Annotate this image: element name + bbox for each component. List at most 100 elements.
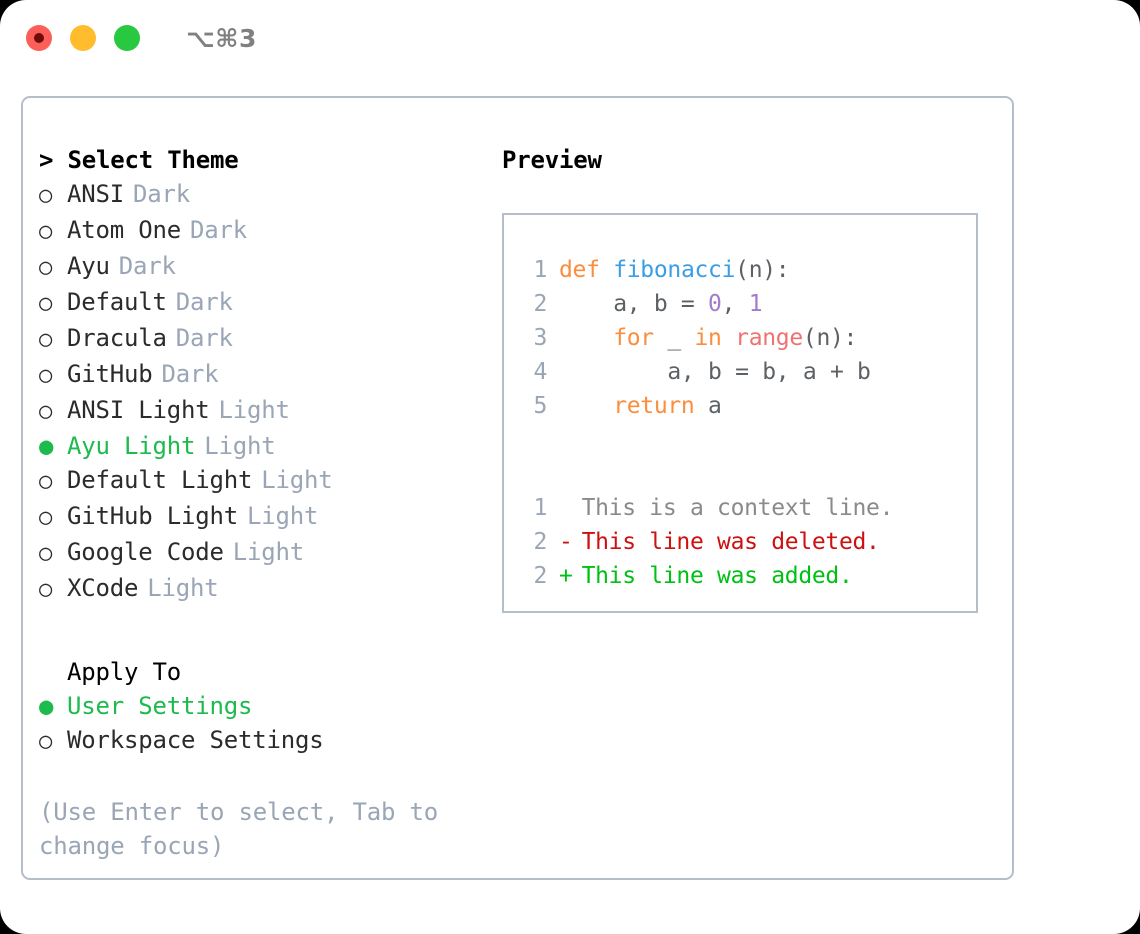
preview-box: 1 def fibonacci(n): 2 a, b = 0, 1 3 for …	[502, 213, 978, 613]
code-token: def	[559, 257, 614, 283]
recording-indicator-icon	[34, 33, 44, 43]
code-line: 1 def fibonacci(n):	[519, 253, 968, 287]
theme-option-tag: Dark	[175, 324, 233, 352]
theme-option-label: ANSI Light	[67, 396, 210, 424]
main-panel: > Select Theme ○ ANSI Dark ○ Atom One Da…	[21, 96, 1014, 880]
radio-icon-selected: ●	[39, 692, 54, 720]
radio-icon: ○	[39, 183, 53, 208]
radio-icon: ○	[39, 541, 53, 566]
diff-marker	[559, 491, 573, 525]
code-token: in	[694, 325, 736, 351]
theme-option-label: Google Code	[67, 538, 224, 566]
code-line-content: for _ in range(n):	[559, 321, 857, 355]
radio-icon-selected: ●	[39, 432, 54, 460]
theme-option-tag: Light	[218, 396, 290, 424]
code-line-content: a, b = b, a + b	[559, 355, 871, 389]
theme-option-github-light[interactable]: ○ GitHub Light Light	[39, 499, 479, 535]
theme-option-tag: Dark	[175, 288, 233, 316]
code-line: 2 a, b = 0, 1	[519, 287, 968, 321]
theme-option-ayu-light[interactable]: ● Ayu Light Light	[39, 429, 479, 463]
diff-text: This line was added.	[581, 563, 853, 589]
code-token: return	[559, 393, 709, 419]
theme-option-dracula[interactable]: ○ Dracula Dark	[39, 321, 479, 357]
line-number: 2	[533, 529, 547, 555]
minimize-button[interactable]	[70, 25, 96, 51]
select-theme-heading: > Select Theme	[39, 146, 239, 174]
theme-option-tag: Dark	[118, 252, 176, 280]
theme-option-ayu[interactable]: ○ Ayu Dark	[39, 249, 479, 285]
apply-to-option-user-settings[interactable]: ● User Settings	[39, 689, 479, 723]
theme-option-xcode[interactable]: ○ XCode Light	[39, 571, 479, 607]
radio-icon: ○	[39, 729, 53, 754]
theme-option-label: ANSI	[67, 180, 124, 208]
theme-option-label: Ayu Light	[67, 432, 196, 460]
hint-spacer	[39, 759, 479, 795]
diff-text: This line was deleted.	[581, 529, 880, 555]
apply-to-option-label: User Settings	[67, 692, 253, 720]
theme-option-list: ○ ANSI Dark ○ Atom One Dark ○ Ayu Dark	[39, 177, 479, 607]
radio-icon: ○	[39, 399, 53, 424]
theme-option-tag: Dark	[190, 216, 247, 244]
apply-to-option-list: ● User Settings ○ Workspace Settings	[39, 689, 479, 759]
line-number: 2	[533, 563, 547, 589]
preview-column: Preview 1 def fibonacci(n): 2 a, b = 0, …	[502, 143, 992, 613]
theme-option-google-code[interactable]: ○ Google Code Light	[39, 535, 479, 571]
code-line: 4 a, b = b, a + b	[519, 355, 968, 389]
code-token: _	[667, 325, 695, 351]
code-line: 3 for _ in range(n):	[519, 321, 968, 355]
line-number: 1	[533, 495, 547, 521]
theme-option-github[interactable]: ○ GitHub Dark	[39, 357, 479, 393]
code-blank-line	[519, 457, 968, 491]
theme-option-label: XCode	[67, 574, 139, 602]
theme-option-default-light[interactable]: ○ Default Light Light	[39, 463, 479, 499]
close-button[interactable]	[26, 25, 52, 51]
theme-option-tag: Light	[247, 502, 319, 530]
theme-option-label: Default Light	[67, 466, 253, 494]
titlebar-shortcut-label: ⌥⌘3	[186, 23, 257, 53]
line-number: 2	[533, 291, 547, 317]
radio-icon: ○	[39, 469, 53, 494]
code-token: range	[735, 325, 803, 351]
code-token: for	[559, 325, 668, 351]
diff-line-deleted: 2 - This line was deleted.	[519, 525, 968, 559]
theme-option-label: Default	[67, 288, 167, 316]
apply-to-option-workspace-settings[interactable]: ○ Workspace Settings	[39, 723, 479, 759]
preview-heading: Preview	[502, 146, 602, 174]
theme-option-ansi-light[interactable]: ○ ANSI Light Light	[39, 393, 479, 429]
theme-option-tag: Dark	[161, 360, 219, 388]
radio-icon: ○	[39, 363, 53, 388]
theme-option-default[interactable]: ○ Default Dark	[39, 285, 479, 321]
keyboard-hint-text: (Use Enter to select, Tab to change focu…	[39, 798, 453, 860]
code-line-content: return a	[559, 389, 722, 423]
theme-option-label: Ayu	[67, 252, 110, 280]
theme-option-tag: Light	[147, 574, 219, 602]
diff-marker: -	[559, 529, 573, 555]
theme-option-label: GitHub	[67, 360, 153, 388]
theme-option-tag: Light	[261, 466, 333, 494]
theme-option-label: Dracula	[67, 324, 167, 352]
code-token: 1	[748, 291, 763, 317]
code-token: a	[708, 393, 722, 419]
theme-option-tag: Light	[204, 432, 276, 460]
diff-text: This is a context line.	[581, 495, 894, 521]
code-line-content: a, b = 0, 1	[559, 287, 762, 321]
theme-option-label: GitHub Light	[67, 502, 238, 530]
code-token: ,	[721, 291, 749, 317]
title-bar: ⌥⌘3	[0, 0, 1140, 76]
radio-icon: ○	[39, 291, 53, 316]
radio-icon: ○	[39, 327, 53, 352]
diff-line-added: 2 + This line was added.	[519, 559, 968, 593]
section-spacer	[39, 607, 479, 655]
theme-option-ansi[interactable]: ○ ANSI Dark	[39, 177, 479, 213]
theme-option-label: Atom One	[67, 216, 181, 244]
traffic-light-group	[26, 25, 140, 51]
apply-to-heading: Apply To	[67, 658, 181, 686]
radio-icon: ○	[39, 255, 53, 280]
code-token: (n):	[802, 325, 858, 351]
code-sample: 1 def fibonacci(n): 2 a, b = 0, 1 3 for …	[519, 253, 968, 593]
theme-option-tag: Dark	[133, 180, 190, 208]
code-line-content: def fibonacci(n):	[559, 253, 790, 287]
theme-option-atom-one[interactable]: ○ Atom One Dark	[39, 213, 479, 249]
maximize-button[interactable]	[114, 25, 140, 51]
